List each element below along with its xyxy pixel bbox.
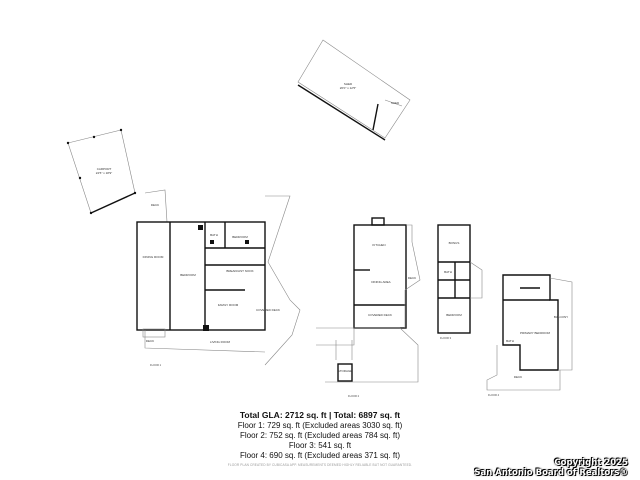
dining-room-label: DINING ROOM [143, 255, 164, 259]
floor-4-name: FLOOR 4 [488, 393, 500, 397]
total-area: Total GLA: 2712 sq. ft | Total: 6897 sq.… [239, 410, 401, 420]
storage-label: STORAGE [338, 369, 353, 373]
floor-1-area: Floor 1: 729 sq. ft (Excluded areas 3030… [237, 421, 403, 430]
covered-deck-f2-label: COVERED DECK [368, 313, 392, 317]
bedroom-f1b-label: BEDROOM [232, 235, 248, 239]
bath-f1-label: BATH [210, 233, 218, 237]
floor-3-name: FLOOR 3 [440, 336, 452, 340]
bath-f4-label: BATH [506, 339, 514, 343]
disclaimer: FLOOR PLAN CREATED BY CUBICASA APP. MEAS… [227, 463, 413, 467]
board-watermark: San Antonio Board of Realtors® [474, 468, 628, 478]
balcony-label: BALCONY [554, 315, 568, 319]
bath-f3-label: BATH [444, 270, 452, 274]
deck-f4-label: DECK [514, 375, 522, 379]
carport-structure: CARPORT 24'5" x 18'9" DECK [66, 128, 168, 223]
shed2-label: SHED [391, 101, 400, 105]
deck-f2-label: DECK [408, 276, 416, 280]
floor-3-plan: BONUS BATH BEDROOM FLOOR 3 [437, 224, 483, 340]
shed-structure: SHED 26'0" x 12'5" SHED [297, 39, 411, 141]
living-room-label: LIVING ROOM [210, 340, 231, 344]
carport-dims: 24'5" x 18'9" [96, 171, 112, 175]
covered-deck-label: COVERED DECK [256, 308, 280, 312]
floor-1-plan: DINING ROOM BEDROOM BATH BEDROOM BREAKFA… [136, 195, 301, 367]
dining-area-label: DINING AREA [371, 280, 390, 284]
family-room-label: FAMILY ROOM [218, 303, 239, 307]
floor-4-area: Floor 4: 690 sq. ft (Excluded areas 371 … [239, 451, 401, 460]
floor-4-plan: PRIMARY BEDROOM BALCONY BATH DECK FLOOR … [486, 274, 573, 397]
floor-2-plan: KITCHEN DINING AREA DECK COVERED DECK ST… [316, 217, 421, 398]
primary-bedroom-label: PRIMARY BEDROOM [520, 331, 550, 335]
floor-1-name: FLOOR 1 [150, 363, 162, 367]
bedroom-f3-label: BEDROOM [446, 313, 462, 317]
copyright-watermark: Copyright 2025 [554, 458, 628, 468]
bedroom-f1a-label: BEDROOM [180, 273, 196, 277]
bonus-label: BONUS [449, 241, 460, 245]
kitchen-f2-label: KITCHEN [372, 243, 385, 247]
shed-dims: 26'0" x 12'5" [340, 86, 356, 90]
floor-3-area: Floor 3: 541 sq. ft [288, 441, 352, 450]
carport-label: CARPORT [97, 167, 112, 171]
deck-f1-label: DECK [146, 339, 154, 343]
floor-2-area: Floor 2: 752 sq. ft (Excluded areas 784 … [239, 431, 401, 440]
breakfast-nook-label: BREAKFAST NOOK [226, 269, 253, 273]
shed-label: SHED [344, 82, 353, 86]
deck-top-label: DECK [151, 203, 159, 207]
floor-2-name: FLOOR 2 [348, 394, 360, 398]
